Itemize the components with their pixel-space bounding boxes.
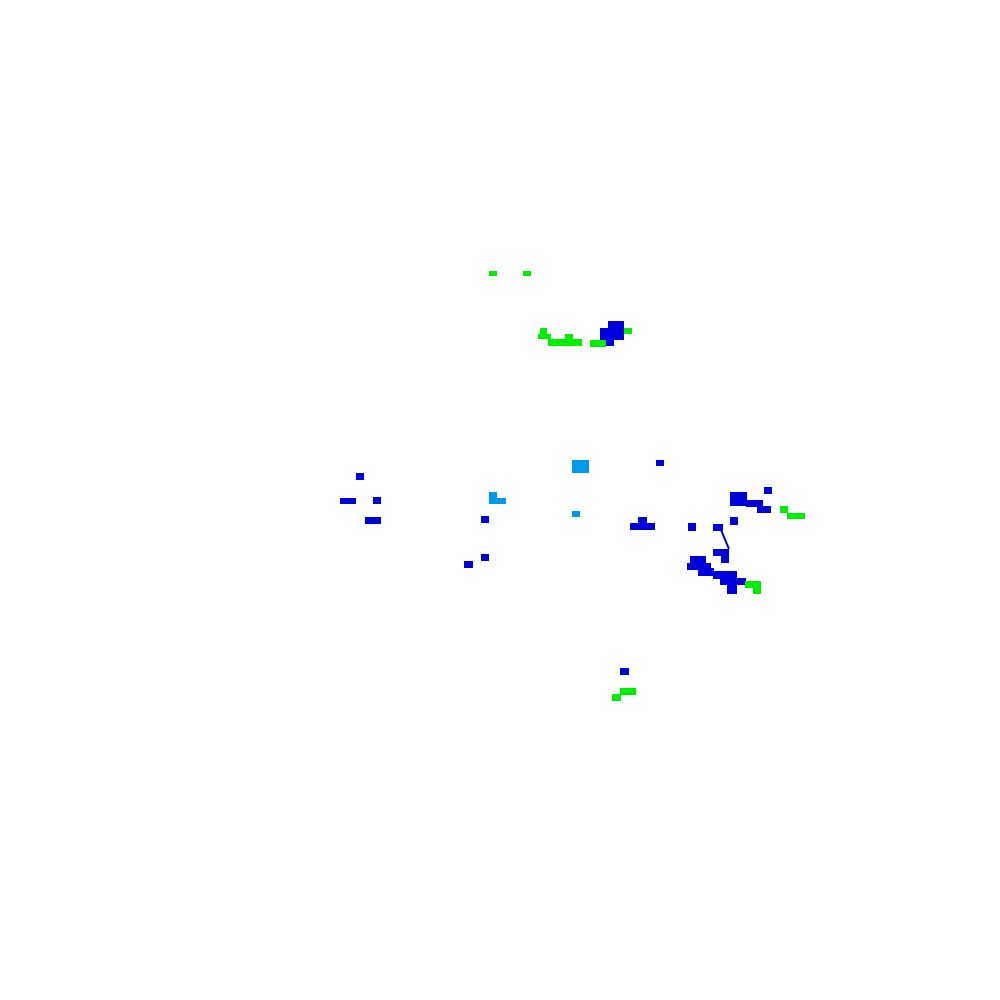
pixel-block xyxy=(489,492,497,504)
green-cluster-right xyxy=(745,506,805,594)
pixel-block xyxy=(730,517,738,525)
blue-cluster-top xyxy=(600,321,624,346)
pixel-block xyxy=(590,340,606,347)
light-blue-cluster-center xyxy=(489,460,589,517)
pixel-block xyxy=(620,668,629,675)
pixel-block xyxy=(495,498,506,504)
blue-cluster-left xyxy=(340,473,489,568)
pixel-block xyxy=(538,334,551,339)
pixel-block xyxy=(698,568,714,576)
pixel-block xyxy=(727,584,737,594)
pixel-block xyxy=(600,328,624,340)
pixel-block xyxy=(713,549,729,556)
pixel-block xyxy=(745,581,761,588)
pixel-block xyxy=(638,517,647,524)
pixel-block xyxy=(481,554,489,561)
pixel-block xyxy=(489,271,497,276)
pixel-block xyxy=(757,506,771,513)
pixel-block xyxy=(687,563,711,570)
pixel-block xyxy=(481,516,489,523)
pixel-block xyxy=(365,517,381,524)
pixel-block xyxy=(606,340,614,346)
pixel-block xyxy=(373,497,381,504)
pixel-block xyxy=(464,561,473,568)
pixel-block xyxy=(565,334,573,339)
pixel-block xyxy=(721,555,729,563)
pixel-block xyxy=(340,498,356,504)
pixel-block xyxy=(720,578,746,585)
pixel-block xyxy=(612,694,621,701)
pixel-block xyxy=(746,500,763,507)
pixel-block xyxy=(780,506,788,513)
pixel-block xyxy=(608,321,624,329)
pixel-block xyxy=(622,328,632,334)
pixel-block xyxy=(572,460,589,473)
pixel-block xyxy=(787,513,805,519)
pixel-block xyxy=(713,524,723,531)
pixel-block xyxy=(656,460,664,466)
pixel-block xyxy=(540,328,547,334)
pixel-block xyxy=(730,492,747,506)
pixel-block xyxy=(548,339,582,346)
pixel-block xyxy=(753,587,761,594)
pixel-block xyxy=(356,473,364,480)
blue-cluster-right xyxy=(630,460,772,594)
pixel-block xyxy=(523,271,531,276)
pixel-block xyxy=(572,511,580,517)
pixel-block xyxy=(764,487,772,494)
blue-diagonal-stroke xyxy=(720,529,730,550)
pixel-block xyxy=(630,523,655,530)
green-cluster-top xyxy=(489,271,632,347)
green-cluster-bottom xyxy=(612,688,636,701)
pixel-block xyxy=(620,688,636,695)
pixel-block xyxy=(688,523,696,531)
pixel-block xyxy=(713,571,737,579)
blue-cluster-bottom xyxy=(620,668,629,675)
